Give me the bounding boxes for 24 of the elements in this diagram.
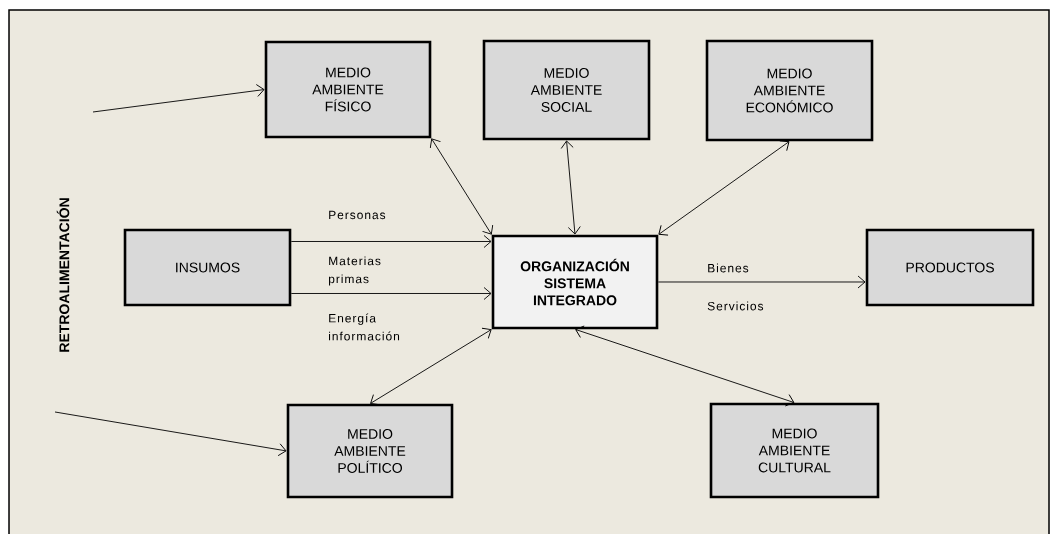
flow-label: Materias primas	[329, 256, 381, 286]
flow-label: Personas	[329, 210, 386, 220]
flow-label: Servicios	[707, 301, 764, 311]
box: MEDIO AMBIENTE SOCIAL	[482, 39, 651, 141]
box: PRODUCTOS	[865, 228, 1035, 307]
box: MEDIO AMBIENTE CULTURAL	[709, 402, 880, 499]
box: MEDIO AMBIENTE POLÍTICO	[286, 403, 454, 499]
arrow	[560, 140, 581, 235]
arrow	[370, 327, 492, 406]
vertical-label: RETROALIMENTACIÓN	[56, 198, 70, 352]
arrow	[92, 84, 265, 113]
arrow	[658, 140, 790, 236]
arrow	[657, 275, 866, 289]
arrow	[575, 325, 795, 407]
arrow	[429, 138, 494, 235]
box: INSUMOS	[123, 228, 292, 307]
arrow	[290, 235, 492, 248]
box: MEDIO AMBIENTE ECONÓMICO	[705, 39, 874, 142]
flow-label: Bienes	[708, 263, 749, 273]
arrow	[54, 411, 287, 457]
arrow	[290, 287, 492, 300]
flow-label: Energía información	[329, 313, 400, 341]
box: MEDIO AMBIENTE FÍSICO	[264, 40, 432, 139]
main-box: ORGANIZACIÓN SISTEMA INTEGRADO	[491, 234, 659, 330]
